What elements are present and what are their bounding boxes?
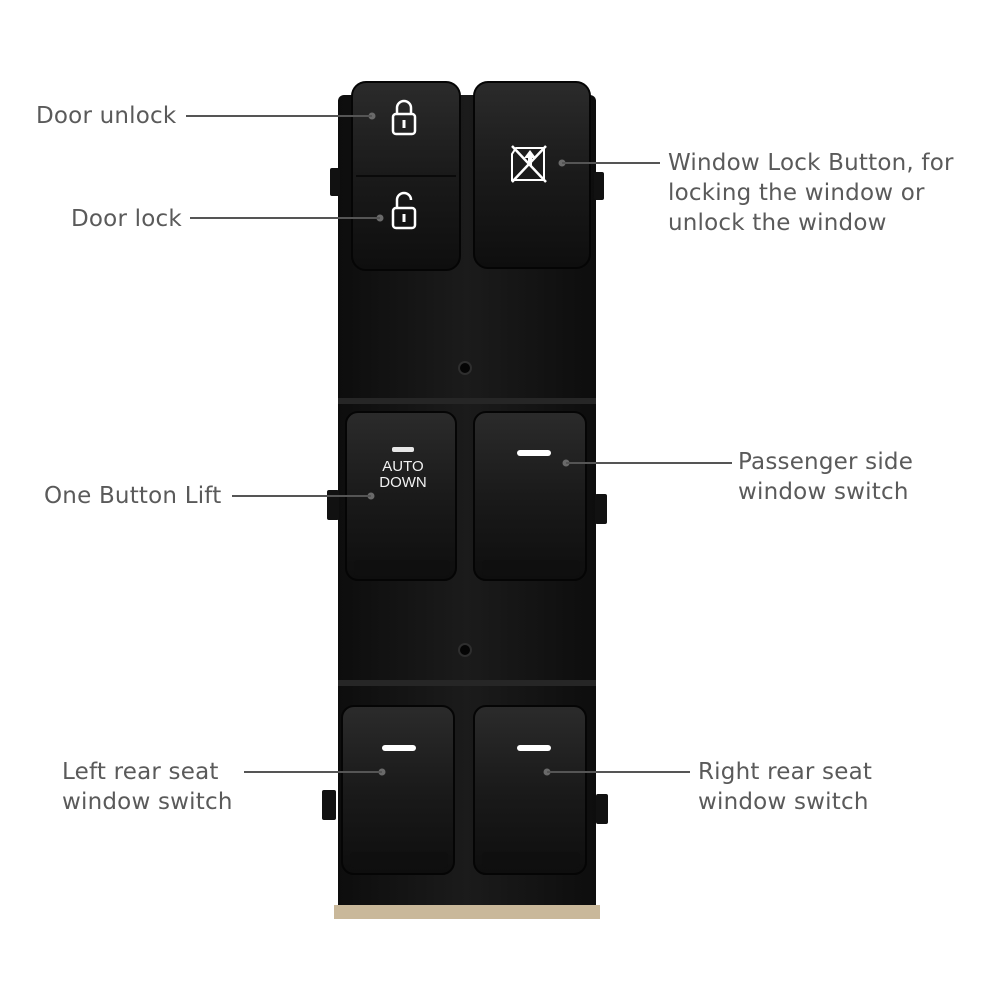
window-lock-icon [511,145,547,183]
label-right-rear: Right rear seat window switch [698,757,872,817]
padlock-closed-icon [391,99,417,136]
panel-bottom-edge [334,905,600,919]
panel-ridge [338,680,596,686]
side-clip [330,168,340,196]
side-clip [596,794,608,824]
panel-screw [458,361,472,375]
label-passenger-line-1: Passenger side [738,449,914,475]
auto-down-text: AUTO DOWN [368,459,438,491]
label-window-lock-line-1: Window Lock Button, for [668,150,954,176]
side-clip [595,494,607,524]
passenger-window-switch[interactable] [473,411,587,581]
label-door-lock-text: Door lock [71,206,182,232]
label-right-rear-line-1: Right rear seat [698,759,873,785]
label-door-unlock: Door unlock [36,101,176,131]
panel-screw [458,643,472,657]
side-clip [327,490,339,520]
side-clip [322,790,336,820]
driver-window-switch[interactable] [345,411,457,581]
left-rear-window-switch[interactable] [341,705,455,875]
label-one-button-lift: One Button Lift [44,481,221,511]
right-rear-window-switch[interactable] [473,705,587,875]
label-door-unlock-text: Door unlock [36,103,177,129]
auto-down-indicator [392,447,414,452]
label-one-button-lift-text: One Button Lift [44,483,222,509]
down-text: DOWN [379,474,427,491]
label-door-lock: Door lock [71,204,182,234]
leader-lines [186,115,732,773]
indicator-light [517,745,551,751]
label-left-rear: Left rear seat window switch [62,757,233,817]
side-clip [594,172,604,200]
label-window-lock-line-3: unlock the window [668,210,887,236]
panel-ridge [338,398,596,404]
auto-text: AUTO [382,458,424,475]
label-left-rear-line-2: window switch [62,789,233,815]
label-passenger-side: Passenger side window switch [738,447,913,507]
label-left-rear-line-1: Left rear seat [62,759,219,785]
padlock-open-icon [391,191,417,230]
label-right-rear-line-2: window switch [698,789,869,815]
label-window-lock-line-2: locking the window or [668,180,925,206]
indicator-light [382,745,416,751]
door-lock-rocker[interactable] [351,81,461,271]
indicator-light [517,450,551,456]
label-passenger-line-2: window switch [738,479,909,505]
label-window-lock: Window Lock Button, for locking the wind… [668,148,954,238]
window-lock-button[interactable] [473,81,591,269]
